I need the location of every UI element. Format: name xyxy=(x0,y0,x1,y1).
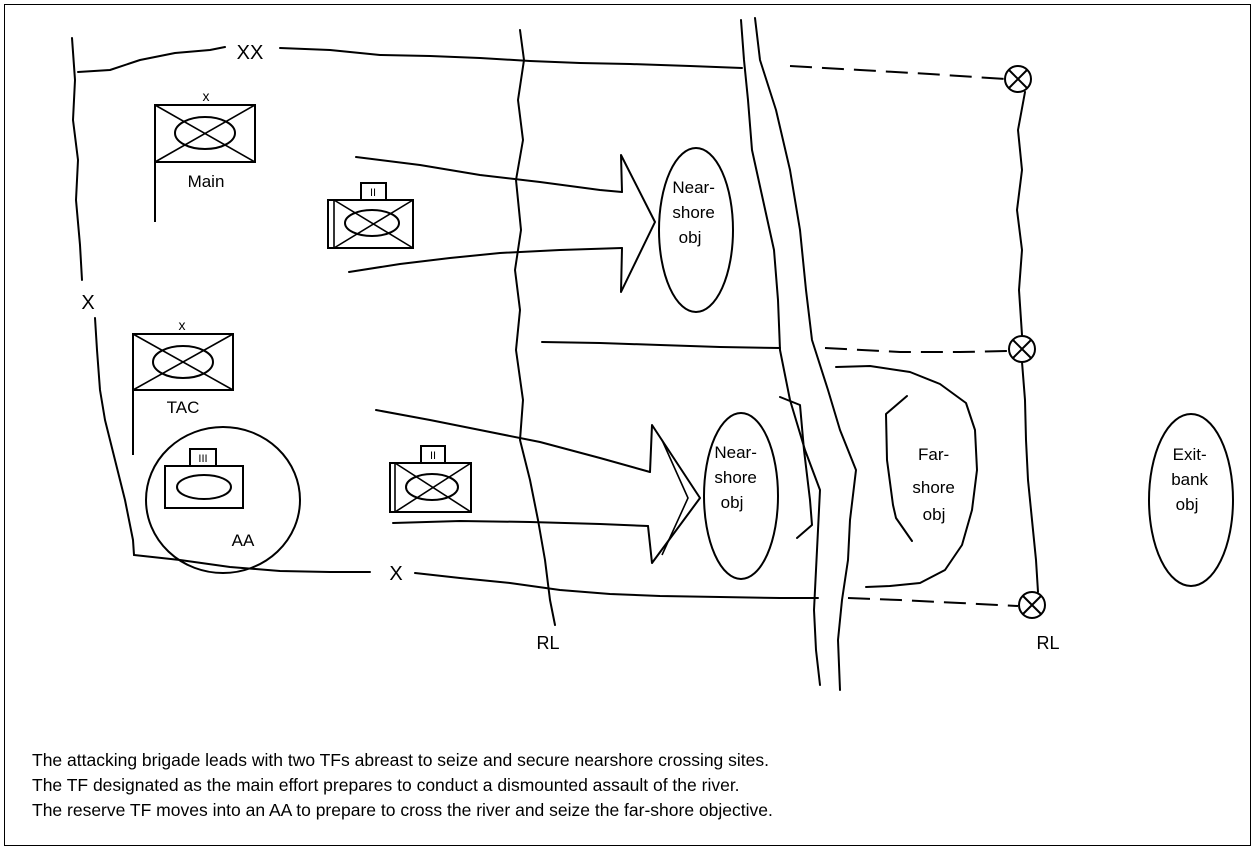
svg-text:Near- shore obj: Near- shore obj xyxy=(714,443,761,512)
figure-caption: The attacking brigade leads with two TFs… xyxy=(32,748,773,823)
brigade-boundary-label-bottom: X xyxy=(389,563,402,585)
farshore-line-1: Far- xyxy=(918,445,949,464)
nearshore-upper-line-2: shore xyxy=(672,203,715,222)
caption-line-3: The reserve TF moves into an AA to prepa… xyxy=(32,800,773,820)
main-cp-echelon: x xyxy=(203,88,210,104)
nearshore-upper-line-1: Near- xyxy=(672,178,715,197)
svg-text:Exit- bank obj: Exit- bank obj xyxy=(1171,445,1213,514)
farshore-objective: Far- shore obj xyxy=(835,365,978,588)
division-boundary-line xyxy=(77,46,226,73)
exitbank-objective: Exit- bank obj xyxy=(1148,413,1234,587)
left-boundary-lower xyxy=(94,317,135,556)
svg-text:Near- shore obj: Near- shore obj xyxy=(672,178,719,247)
nearshore-lower-line-3: obj xyxy=(721,493,744,512)
release-line-right xyxy=(1016,91,1026,336)
river-crossing-diagram: XX X X RL RL x xyxy=(71,17,1234,691)
division-boundary-label: XX xyxy=(237,42,264,64)
task-force-upper-echelon: II xyxy=(370,187,376,199)
release-line-left xyxy=(514,29,556,626)
exitbank-line-2: bank xyxy=(1171,470,1208,489)
crossing-bracket-west xyxy=(779,396,813,539)
brigade-boundary-bottom xyxy=(133,554,371,573)
division-boundary-line-right xyxy=(279,47,743,69)
nearshore-objective-lower: Near- shore obj xyxy=(703,412,779,580)
phase-line-dashed-top xyxy=(789,65,1006,80)
caption-line-2: The TF designated as the main effort pre… xyxy=(32,775,740,795)
nearshore-upper-line-3: obj xyxy=(679,228,702,247)
tac-cp-label: TAC xyxy=(167,398,200,417)
release-line-label-left: RL xyxy=(536,633,559,653)
tac-cp-echelon: x xyxy=(179,317,186,333)
task-force-lower-echelon: II xyxy=(430,450,436,462)
exitbank-line-3: obj xyxy=(1176,495,1199,514)
main-command-post-symbol: x Main xyxy=(154,88,256,222)
phase-line-dashed-bottom xyxy=(847,597,1019,607)
checkpoint-icon-top xyxy=(1004,65,1032,93)
nearshore-lower-line-1: Near- xyxy=(714,443,757,462)
left-boundary-upper xyxy=(71,37,83,281)
exitbank-line-1: Exit- xyxy=(1173,445,1207,464)
river-bank-east xyxy=(754,17,857,691)
task-force-upper-symbol: II xyxy=(327,182,414,249)
assembly-area: III AA xyxy=(145,426,301,574)
nearshore-lower-line-2: shore xyxy=(714,468,757,487)
caption-line-1: The attacking brigade leads with two TFs… xyxy=(32,750,769,770)
checkpoint-icon-middle xyxy=(1008,335,1036,363)
middle-phase-line xyxy=(541,341,781,349)
task-force-lower-symbol: II xyxy=(389,445,472,513)
assembly-area-label: AA xyxy=(232,531,255,550)
main-cp-label: Main xyxy=(188,172,225,191)
svg-text:Far- shore obj: Far- shore obj xyxy=(912,445,959,524)
farshore-line-3: obj xyxy=(923,505,946,524)
release-line-right-lower xyxy=(1021,361,1039,593)
nearshore-objective-upper: Near- shore obj xyxy=(658,147,734,313)
attack-arrow-upper xyxy=(348,154,656,293)
checkpoint-icon-bottom xyxy=(1018,591,1046,619)
figure-frame xyxy=(4,4,1251,846)
phase-line-dashed-middle xyxy=(824,347,1009,353)
river-bank-west xyxy=(740,19,821,686)
attack-arrow-lower xyxy=(375,409,701,564)
brigade-boundary-label-left: X xyxy=(81,292,94,314)
crossing-bracket-east xyxy=(885,395,913,542)
reserve-unit-echelon: III xyxy=(198,453,207,465)
release-line-label-right: RL xyxy=(1036,633,1059,653)
brigade-boundary-bottom-right xyxy=(414,572,819,599)
farshore-line-2: shore xyxy=(912,478,955,497)
tac-command-post-symbol: x TAC xyxy=(132,317,234,455)
